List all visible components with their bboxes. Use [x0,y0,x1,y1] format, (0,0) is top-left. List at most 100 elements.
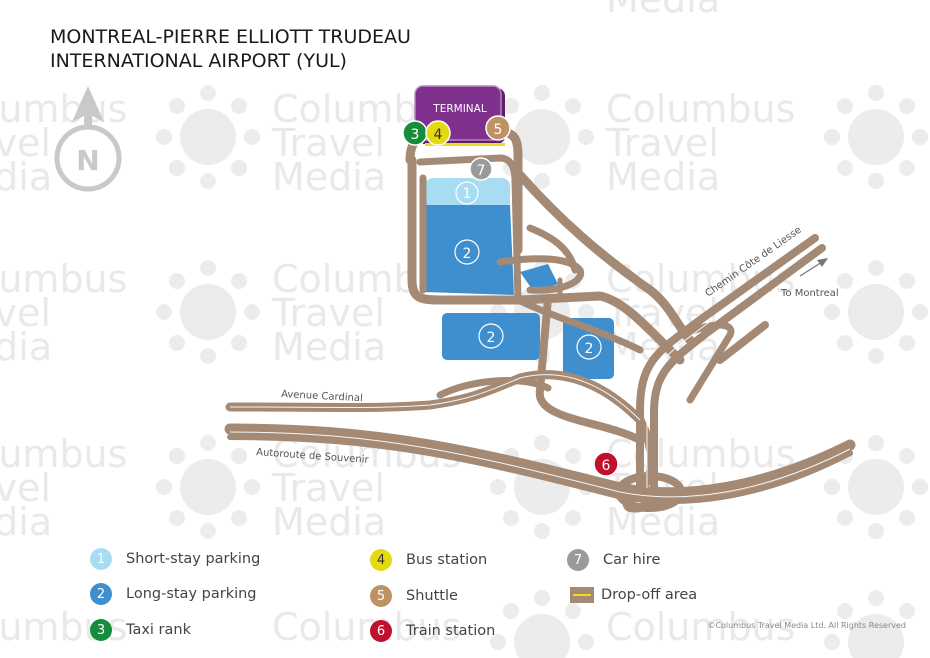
watermark-cluster [490,590,594,658]
legend-item-long-stay: 2 Long-stay parking [90,583,257,605]
watermark-word: Travel [271,466,385,510]
watermark-word: Columbus [0,432,127,476]
marker-number: 7 [477,163,486,179]
long-stay-parking-area [442,313,540,360]
ramp [686,321,735,404]
copyright: ©Columbus Travel Media Ltd. All Rights R… [707,621,906,630]
watermark-word: Media [0,155,52,199]
marker-number: 2 [487,330,496,346]
chemin-cote-de-liesse-east [650,244,826,492]
watermark-word: Media [272,500,386,544]
marker-number: 5 [494,122,503,138]
legend-marker: 5 [370,585,392,607]
legend-label: Shuttle [406,588,458,604]
watermark-cluster [824,85,928,189]
legend-marker: 1 [90,548,112,570]
watermark-word: Columbus [606,87,795,131]
watermark-word: Travel [271,121,385,165]
short-stay-parking-area [425,178,510,210]
watermark-word: Media [606,0,720,21]
legend-label: Bus station [406,552,488,568]
connector-road [436,377,552,399]
marker-number: 4 [434,127,443,143]
watermark-word: Columbus [606,605,795,649]
legend-item-short-stay: 1 Short-stay parking [90,548,260,570]
chemin-cote-de-liesse-west [636,234,819,492]
watermark-cluster [824,590,915,658]
watermark-word: Media [0,325,52,369]
legend-marker: 2 [90,583,112,605]
road-network [224,127,856,513]
arrow-icon [799,258,828,277]
taxi-rank-marker: 3 [402,120,428,146]
map-title: MONTREAL-PIERRE ELLIOTT TRUDEAU INTERNAT… [50,25,411,73]
legend-label: Drop-off area [601,587,698,603]
legend-item-car-hire: 7 Car hire [567,549,660,571]
legend-label: Short-stay parking [126,551,261,567]
departures-road [416,154,519,184]
legend-marker: 4 [370,549,392,571]
marker-number: 2 [585,341,594,357]
watermark-word: Media [0,500,52,544]
long-stay-marker: 2 [454,239,480,265]
marker-number: 2 [463,246,472,262]
terminal-label: TERMINAL [432,103,487,115]
car-hire-marker: 7 [469,157,493,181]
legend-item-shuttle: 5 Shuttle [370,585,458,607]
train-station-marker: 6 [593,451,619,477]
long-stay-marker: 2 [576,334,602,360]
watermark-word: Travel [0,466,51,510]
inner-loop [496,255,585,294]
watermark-cluster [156,260,260,364]
connector-road [535,294,644,444]
autoroute-de-souvenir-south [227,434,853,504]
watermark-word: Media [272,325,386,369]
legend-item-train: 6 Train station [370,620,495,642]
watermark-word: Columbus [0,87,127,131]
watermark-word: Travel [605,121,719,165]
legend-item-drop-off: Drop-off area [570,587,697,603]
autoroute-de-souvenir-north [224,423,856,499]
bus-station-marker: 4 [425,120,451,146]
facility-markers: 3 4 5 7 6 [402,115,619,477]
watermark-cluster [156,435,260,539]
map-title-line1: MONTREAL-PIERRE ELLIOTT TRUDEAU [50,26,411,48]
avenue-cardinal-label: Avenue Cardinal [281,389,363,404]
ramp [716,321,769,364]
compass-label: N [76,144,99,177]
main-access-road [515,170,695,345]
watermark-word: Media [606,155,720,199]
drop-off-area [425,143,505,146]
drop-off-swatch [570,587,594,603]
legend-label: Car hire [603,552,661,568]
legend-label: Long-stay parking [126,586,257,602]
marker-number: 6 [602,458,611,474]
map-title-line2: INTERNATIONAL AIRPORT (YUL) [50,50,347,72]
long-stay-marker: 2 [478,323,504,349]
to-montreal-label: To Montreal [780,288,839,299]
legend-marker: 6 [370,620,392,642]
compass-icon: N [54,86,122,192]
watermark-word: Columbus [0,257,127,301]
shuttle-marker: 5 [485,115,511,141]
watermark-word: Travel [0,121,51,165]
legend-label: Train station [406,623,496,639]
inner-loop [526,224,579,274]
watermark-word: Travel [271,291,385,335]
legend-marker: 7 [567,549,589,571]
long-stay-parking-area [425,205,514,295]
legend-item-bus: 4 Bus station [370,549,487,571]
lane-markings [229,242,851,498]
watermark-word: Media [272,155,386,199]
legend-label: Taxi rank [126,622,191,638]
exit-road [511,176,644,354]
watermark-cluster [824,260,928,364]
legend-item-taxi: 3 Taxi rank [90,619,191,641]
short-stay-marker: 1 [455,181,479,205]
marker-number: 1 [463,186,472,202]
watermark-word: Columbus [272,605,461,649]
marker-number: 3 [411,127,420,143]
parking-markers: 1 2 2 2 [454,181,602,360]
legend-marker: 3 [90,619,112,641]
watermark-word: Travel [0,291,51,335]
